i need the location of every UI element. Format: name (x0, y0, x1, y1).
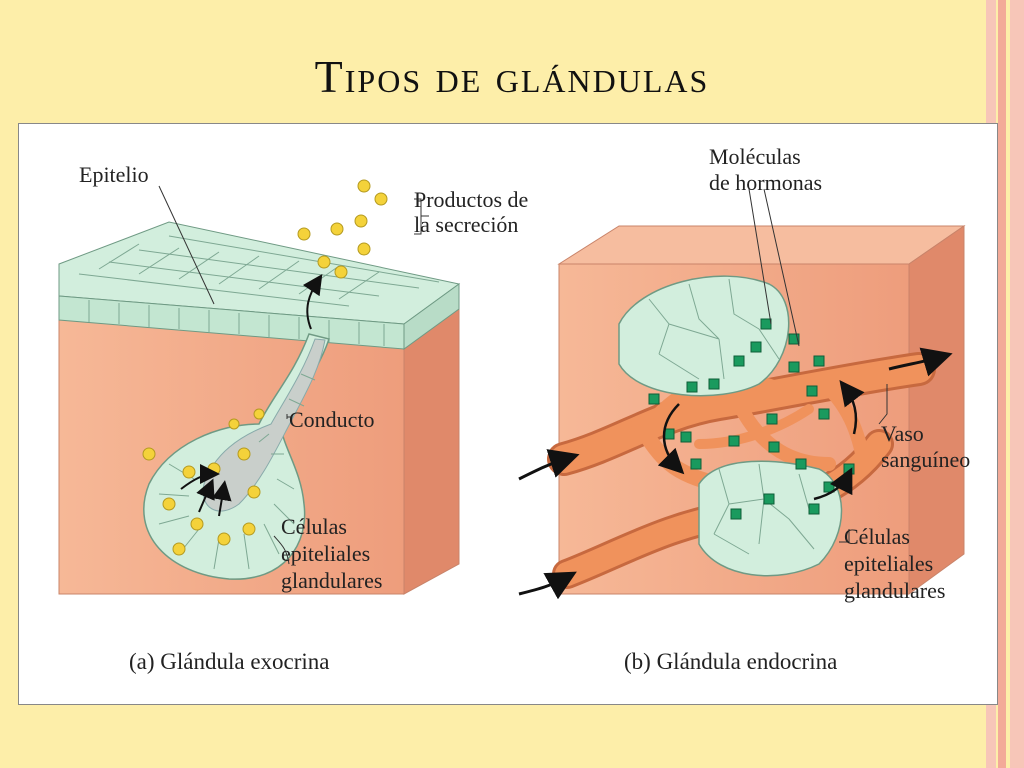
label-vaso-line2: sanguíneo (881, 447, 970, 472)
epithelium-cells (78, 235, 440, 346)
slide-title: Tipos de glándulas (314, 51, 710, 102)
decor-stripe (1010, 0, 1024, 768)
label-vaso-line1: Vaso (881, 421, 924, 446)
secretion-products (142, 179, 388, 556)
decor-stripe (998, 0, 1006, 768)
label-conducto: Conducto (289, 407, 375, 432)
figure-panel: Epitelio Productos de la secreción Condu… (18, 123, 998, 705)
label-endo-celulas-line2: epiteliales (844, 551, 933, 576)
caption-endocrine: (b) Glándula endocrina (624, 649, 837, 674)
caption-exocrine: (a) Glándula exocrina (129, 649, 330, 674)
label-exo-celulas-line2: epiteliales (281, 541, 370, 566)
label-moleculas-line2: de hormonas (709, 170, 822, 195)
gland-diagram: Epitelio Productos de la secreción Condu… (58, 144, 970, 674)
label-epitelio: Epitelio (79, 162, 149, 187)
label-moleculas-line1: Moléculas (709, 144, 801, 169)
exocrine-gland-illustration (58, 179, 461, 595)
label-endo-celulas-line3: glandulares (844, 578, 945, 603)
endocrine-gland-illustration (518, 188, 966, 600)
gland-cells (158, 373, 316, 570)
label-productos-line2: la secreción (414, 212, 518, 237)
cell-cluster-top (618, 275, 790, 397)
label-exo-celulas-line1: Células (281, 514, 347, 539)
label-productos-line1: Productos de (414, 187, 528, 212)
label-exo-celulas-line3: glandulares (281, 568, 382, 593)
cell-cluster-bottom (698, 460, 843, 577)
label-endo-celulas-line1: Células (844, 524, 910, 549)
